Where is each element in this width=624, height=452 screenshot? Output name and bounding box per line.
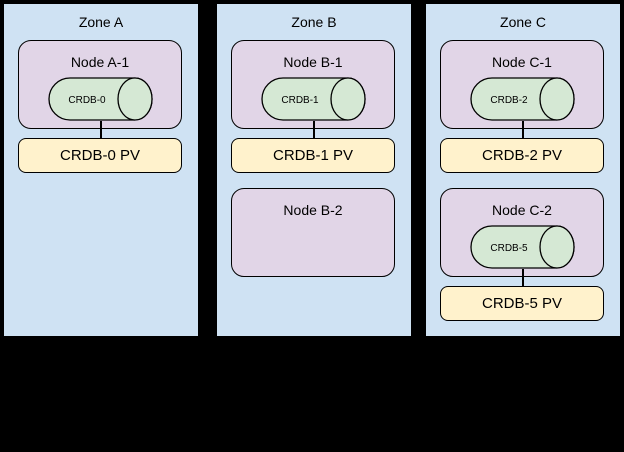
pv-label: CRDB-5 PV [481,295,563,312]
node-b-1: Node B-1 CRDB-1 [231,40,395,129]
crdb-0-pv: CRDB-0 PV [18,138,182,173]
crdb-1-cylinder: CRDB-1 [260,77,366,123]
cylinder-label: CRDB-5 [490,242,528,254]
node-c-1: Node C-1 CRDB-2 [440,40,604,129]
zone-label: Zone A [78,14,124,30]
connector-line [313,121,315,138]
zone-label: Zone C [500,14,546,30]
cylinder-label: CRDB-0 [68,94,106,106]
zone-label: Zone B [291,14,337,30]
cylinder-icon [48,77,153,121]
crdb-2-cylinder: CRDB-2 [469,77,575,123]
cylinder-label: CRDB-1 [281,94,319,106]
crdb-0-cylinder: CRDB-0 [47,77,153,123]
node-a-1: Node A-1 CRDB-0 [18,40,182,129]
connector-line [522,269,524,286]
crdb-5-pv: CRDB-5 PV [440,286,604,321]
crdb-1-pv: CRDB-1 PV [231,138,395,173]
node-label: Node B-1 [283,54,343,70]
crdb-5-cylinder: CRDB-5 [469,225,575,271]
node-label: Node C-1 [492,54,552,70]
cylinder-icon [261,77,366,121]
cylinder-icon [470,225,575,269]
cylinder-label: CRDB-2 [490,94,528,106]
node-label: Node C-2 [492,202,552,218]
node-label: Node A-1 [70,54,130,70]
connector-line [100,121,102,138]
zone-c: Zone C Node C-1 CRDB-2 CRDB-2 PV Node C-… [425,3,621,337]
cylinder-icon [470,77,575,121]
crdb-2-pv: CRDB-2 PV [440,138,604,173]
node-label: Node B-2 [283,202,343,218]
zone-a: Zone A Node A-1 CRDB-0 CRDB-0 PV [3,3,199,337]
zone-b: Zone B Node B-1 CRDB-1 CRDB-1 PV Node B-… [216,3,412,337]
pv-label: CRDB-2 PV [481,147,563,164]
pv-label: CRDB-1 PV [272,147,354,164]
node-c-2: Node C-2 CRDB-5 [440,188,604,277]
connector-line [522,121,524,138]
node-b-2: Node B-2 [231,188,395,277]
pv-label: CRDB-0 PV [59,147,141,164]
